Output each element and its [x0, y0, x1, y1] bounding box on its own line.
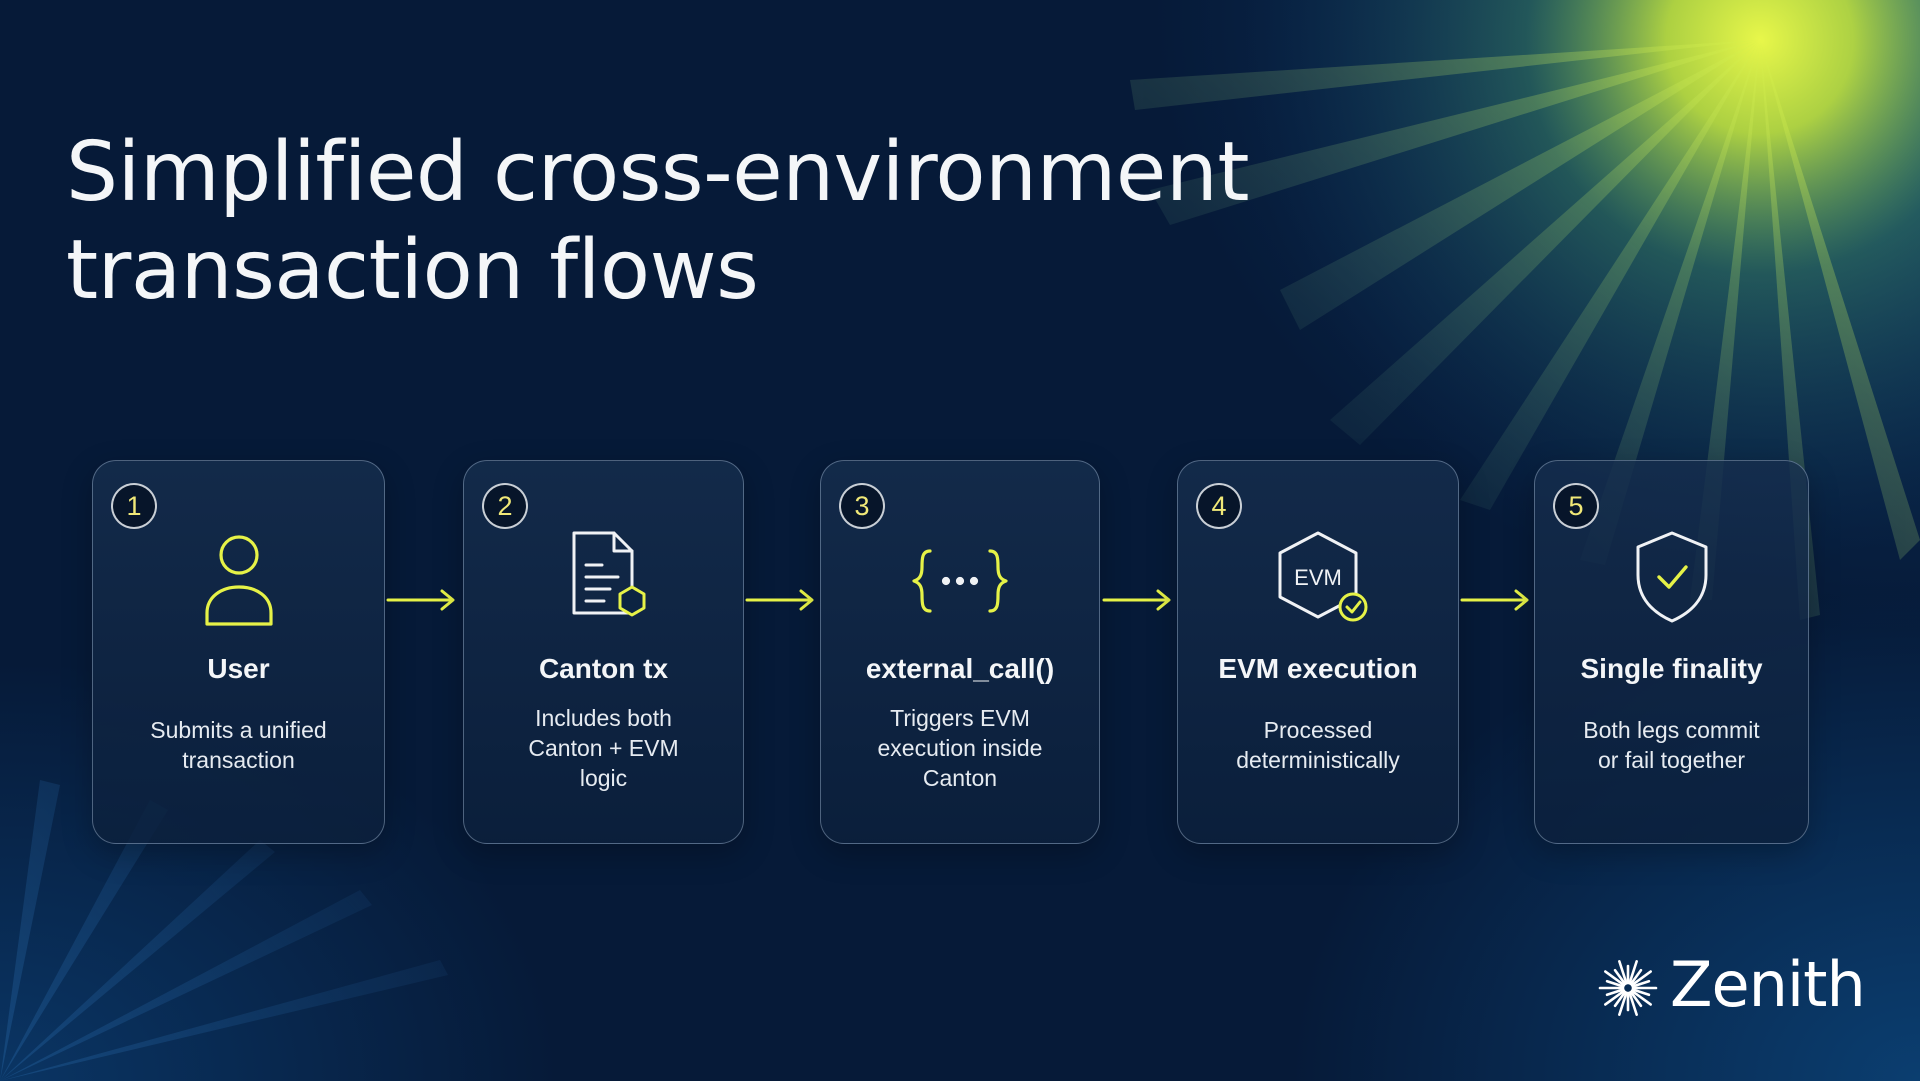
step-title: EVM execution — [1218, 653, 1418, 684]
step-number-badge: 3 — [839, 483, 885, 529]
starburst-ray — [1629, 990, 1643, 1008]
code-braces-icon — [912, 549, 1008, 613]
step-card-user: 1 User Submits a unified transaction — [92, 460, 385, 844]
flow-arrow-icon — [1102, 589, 1171, 611]
shield-check-icon — [1636, 531, 1707, 623]
flow-arrow-icon — [386, 589, 455, 611]
evm-hexagon-icon: EVM — [1278, 531, 1368, 622]
starburst-ray — [1628, 960, 1638, 985]
brand-name: Zenith — [1670, 948, 1866, 1021]
step-number-badge: 2 — [482, 483, 528, 529]
flow-arrow-icon — [745, 589, 814, 611]
title-line-2: transaction flows — [66, 223, 759, 318]
page-title: Simplified cross-environment transaction… — [66, 124, 1249, 320]
step-title: User — [207, 653, 270, 684]
starburst-ray — [1604, 989, 1626, 1006]
step-number-badge: 4 — [1196, 483, 1242, 529]
starburst-ray — [1613, 968, 1627, 986]
step-title: Single finality — [1580, 653, 1763, 684]
step-card-external-call: 3 external_call() Triggers EVM execution… — [820, 460, 1100, 844]
starburst-ray — [1618, 960, 1628, 985]
step-description: Submits a unified transaction — [150, 717, 327, 773]
starburst-ray — [1613, 990, 1627, 1008]
step-description: Both legs commit or fail together — [1583, 717, 1760, 773]
starburst-ray — [1604, 970, 1626, 987]
starburst-ray — [1631, 979, 1651, 988]
step-description: Processed deterministically — [1236, 717, 1400, 773]
starburst-logo-icon — [1598, 960, 1658, 1016]
starburst-ray — [1618, 991, 1628, 1016]
step-card-canton-tx: 2 Canton tx Includes both Canton + EVM l… — [463, 460, 744, 844]
starburst-ray — [1630, 970, 1652, 987]
starburst-ray — [1630, 989, 1652, 1006]
starburst-ray — [1605, 988, 1625, 997]
step-number-badge: 1 — [111, 483, 157, 529]
step-title: Canton tx — [538, 653, 669, 684]
starburst-ray — [1631, 988, 1651, 997]
step-number-badge: 5 — [1553, 483, 1599, 529]
starburst-ray — [1628, 991, 1638, 1016]
document-icon — [572, 531, 645, 617]
brand-logo: Zenith — [1598, 948, 1868, 1024]
step-card-single-finality: 5 Single finality Both legs commit or fa… — [1534, 460, 1809, 844]
starburst-ray — [1605, 979, 1625, 988]
step-title: external_call() — [865, 653, 1055, 684]
title-line-1: Simplified cross-environment — [66, 125, 1249, 220]
step-description: Triggers EVM execution inside Canton — [877, 705, 1043, 791]
starburst-ray — [1629, 968, 1643, 986]
step-description: Includes both Canton + EVM logic — [528, 705, 679, 791]
flow-arrow-icon — [1460, 589, 1529, 611]
evm-icon-label: EVM — [1294, 565, 1342, 590]
step-card-evm-execution: 4 EVM EVM execution Processed determinis… — [1177, 460, 1459, 844]
user-icon — [204, 535, 273, 626]
